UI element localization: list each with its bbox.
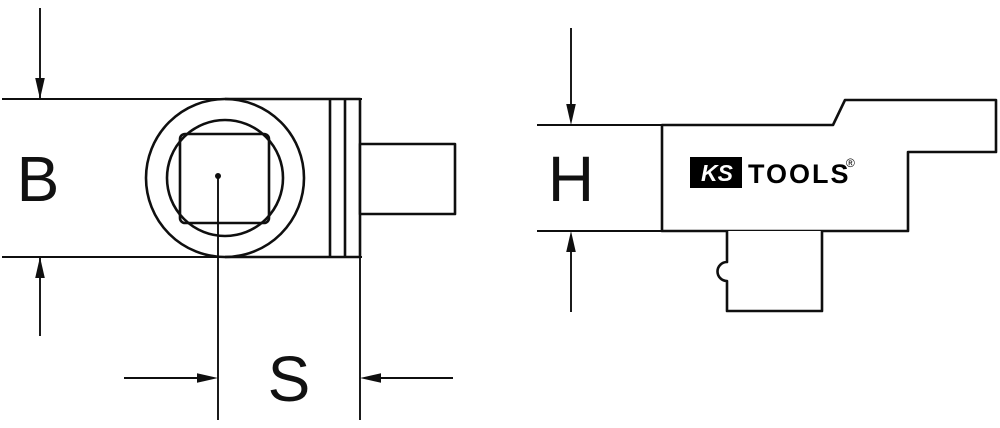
- front-tang: [358, 142, 457, 216]
- front-body-outline: [144, 97, 362, 259]
- h-dimension-arrow-top: [566, 28, 576, 125]
- logo-box: [690, 157, 742, 188]
- logo-registered-mark: ®: [846, 156, 855, 170]
- dimension-label-s: S: [268, 343, 311, 415]
- boss-right-arc: [224, 97, 306, 259]
- b-dimension-arrow-bottom: [35, 256, 45, 336]
- front-view: B: [2, 8, 457, 420]
- b-dimension-arrow-top: [35, 8, 45, 100]
- mount-ring-inner-circle: [165, 118, 285, 238]
- dimension-label-b: B: [17, 143, 60, 215]
- h-dimension-arrow-bottom: [566, 231, 576, 312]
- side-square-drive: [716, 231, 824, 313]
- dimension-label-h: H: [548, 143, 594, 215]
- ks-tools-logo: KS TOOLS ®: [690, 156, 855, 189]
- logo-tools-text: TOOLS: [748, 159, 851, 189]
- square-hole: [178, 132, 271, 225]
- logo-ks-text: KS: [701, 160, 734, 186]
- s-dimension-arrow-right: [360, 373, 453, 383]
- side-view: H KS TOOLS ®: [537, 28, 998, 313]
- s-dimension-arrow-left: [124, 373, 218, 383]
